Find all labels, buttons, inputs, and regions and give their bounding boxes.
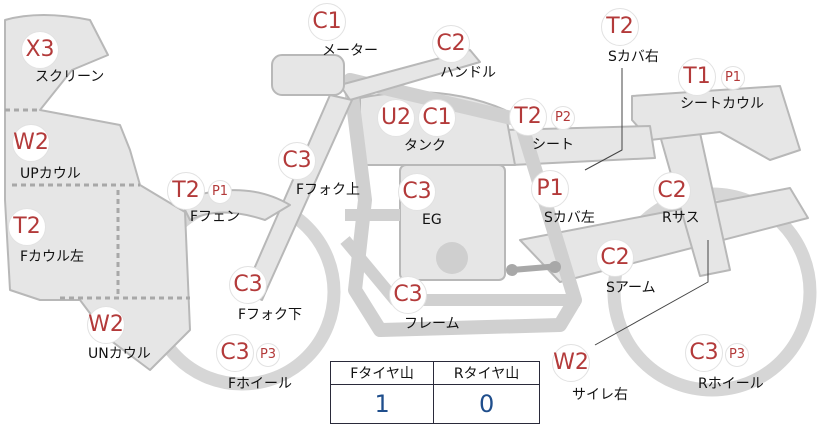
label-f-fork-lower: Fフォク下 <box>238 307 303 323</box>
badge-r-wheel-1: P3 <box>725 343 749 367</box>
badge-tank-1: C1 <box>418 99 456 137</box>
badge-screen-0: X3 <box>21 31 59 69</box>
badge-frame-0: C3 <box>389 276 427 314</box>
label-f-fork-upper: Fフォク上 <box>296 182 361 198</box>
handlebar-shape <box>339 49 481 101</box>
badge-meter-0: C1 <box>308 3 346 41</box>
label-handle: ハンドル <box>440 65 496 81</box>
badge-seat-cowl-1: P1 <box>721 66 745 90</box>
badge-up-cowl-0: W2 <box>12 124 50 162</box>
badge-silencer-r-0: W2 <box>552 344 590 382</box>
engine-detail <box>436 242 468 274</box>
label-r-wheel: Rホイール <box>698 376 764 392</box>
badge-f-fork-upper-0: C3 <box>278 142 316 180</box>
rear-tire-header: Rタイヤ山 <box>433 361 540 385</box>
badge-f-fender-0: T2 <box>167 172 205 210</box>
tire-table-value-row: 1 0 <box>329 384 540 424</box>
label-f-cowl-l: Fカウル左 <box>20 249 85 265</box>
tire-tread-table: Fタイヤ山 Rタイヤ山 1 0 <box>329 361 540 424</box>
shaft-end-l <box>506 264 518 276</box>
label-f-fender: Fフェン <box>190 209 241 225</box>
badge-f-cowl-l-0: T2 <box>8 208 46 246</box>
badge-seat-cowl-0: T1 <box>678 58 716 96</box>
leader-lines <box>584 68 709 346</box>
front-fork-shape <box>243 94 353 301</box>
label-r-sus: Rサス <box>662 210 700 226</box>
front-tire-value: 1 <box>329 384 435 424</box>
badge-f-wheel-1: P3 <box>256 343 280 367</box>
badge-handle-0: C2 <box>432 25 470 63</box>
badge-seat-1: P2 <box>551 106 575 130</box>
cowl-seams <box>5 108 190 300</box>
badge-s-cover-l-0: P1 <box>531 170 569 208</box>
badge-f-fender-1: P1 <box>208 180 232 204</box>
seat-cowl-shape <box>631 85 801 161</box>
label-f-wheel: Fホイール <box>228 376 293 392</box>
rear-tire-value: 0 <box>433 384 540 424</box>
label-s-arm: Sアーム <box>606 280 656 296</box>
front-tire-header: Fタイヤ山 <box>329 361 435 385</box>
label-screen: スクリーン <box>35 69 105 85</box>
badge-f-fork-lower-0: C3 <box>229 266 267 304</box>
label-seat-cowl: シートカウル <box>680 96 764 112</box>
meter-shape <box>271 54 345 96</box>
badge-r-sus-0: C2 <box>653 172 691 210</box>
label-s-cover-r: Sカバ右 <box>608 49 659 65</box>
label-un-cowl: UNカウル <box>88 346 151 362</box>
label-engine: EG <box>422 212 442 228</box>
badge-s-cover-r-0: T2 <box>601 8 639 46</box>
label-seat: シート <box>532 137 574 153</box>
badge-f-wheel-0: C3 <box>216 334 254 372</box>
label-s-cover-l: Sカバ左 <box>544 210 595 226</box>
label-silencer-r: サイレ右 <box>572 387 628 403</box>
label-tank: タンク <box>404 138 446 154</box>
badge-un-cowl-0: W2 <box>87 306 125 344</box>
badge-s-arm-0: C2 <box>596 239 634 277</box>
badge-r-wheel-0: C3 <box>685 334 723 372</box>
badge-tank-0: U2 <box>377 99 415 137</box>
label-up-cowl: UPカウル <box>20 166 81 182</box>
shaft-end-r <box>549 261 561 273</box>
badge-engine-0: C3 <box>398 173 436 211</box>
badge-seat-0: T2 <box>509 98 547 136</box>
label-frame: フレーム <box>404 316 460 332</box>
tire-table-header-row: Fタイヤ山 Rタイヤ山 <box>329 361 540 385</box>
label-meter: メーター <box>322 43 378 59</box>
